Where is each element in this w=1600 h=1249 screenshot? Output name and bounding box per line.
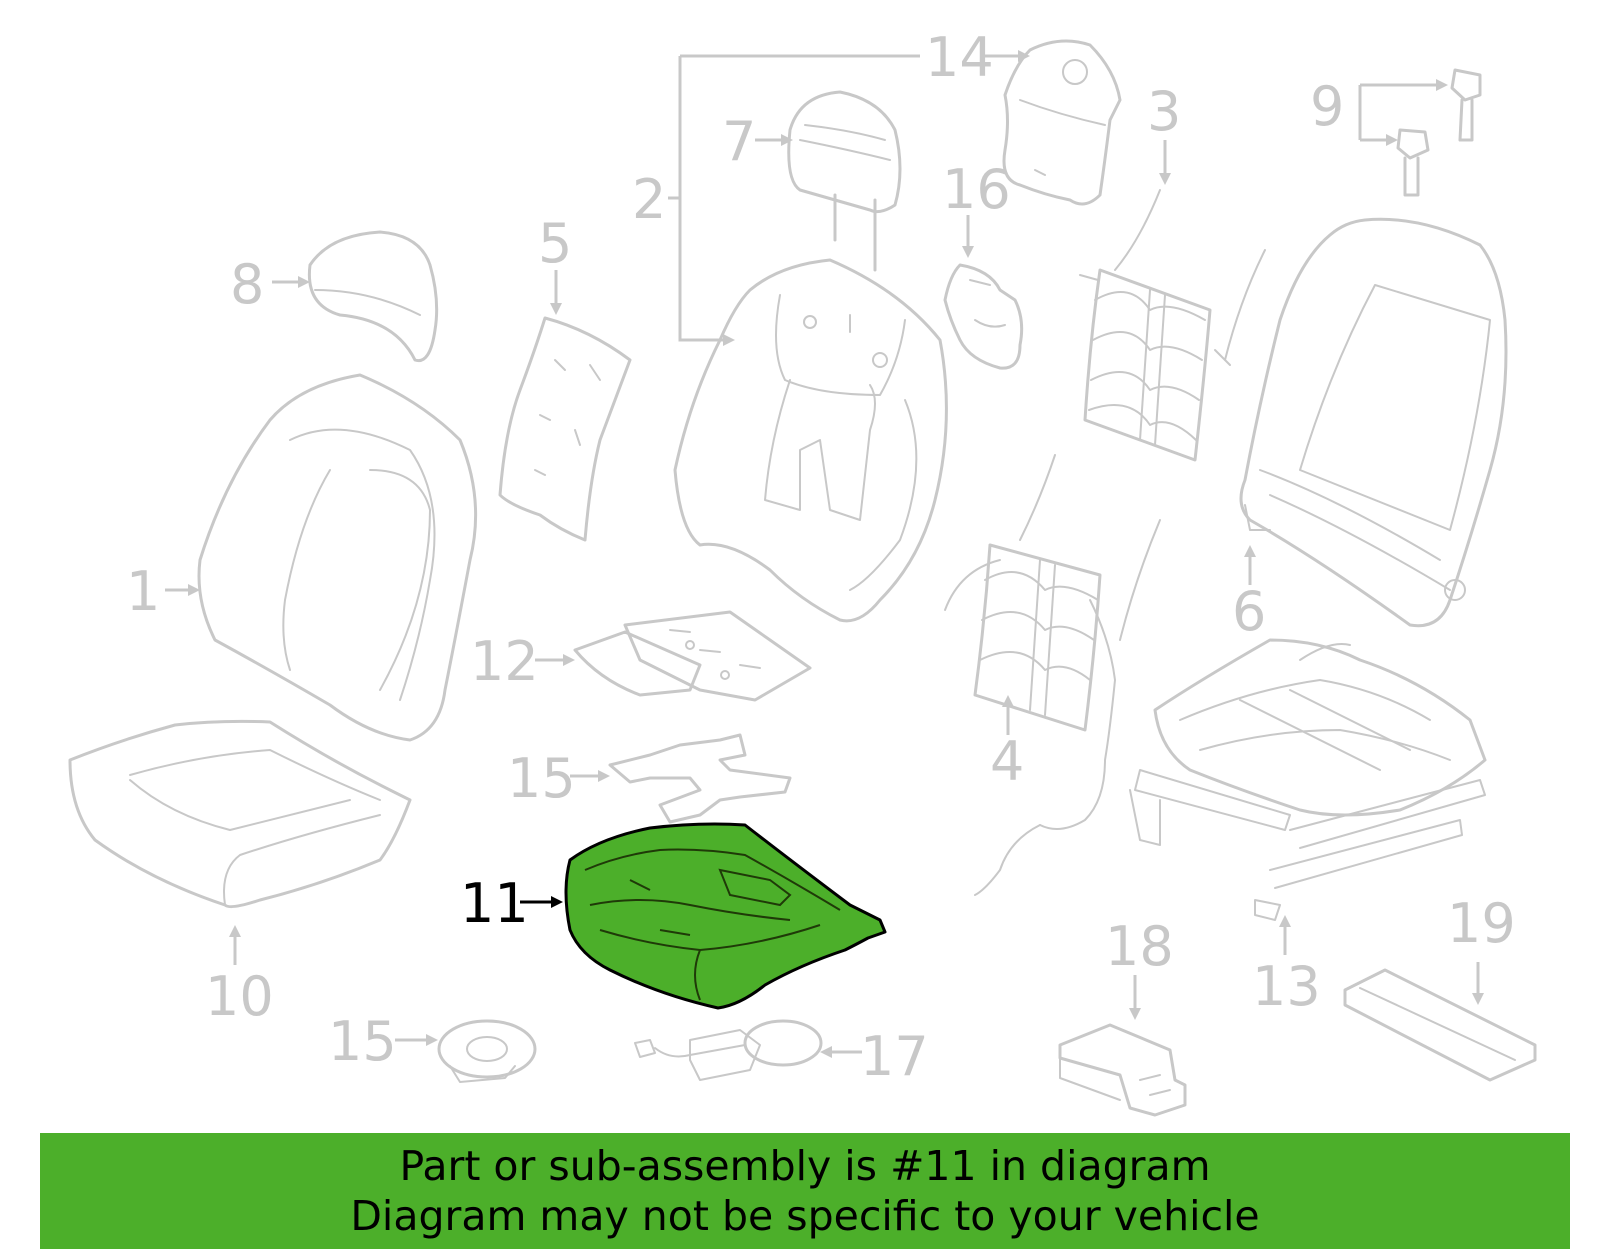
part-11-shape [564, 822, 887, 1010]
callout-2: 2 [632, 168, 666, 231]
part-19-flat-module [1343, 968, 1537, 1082]
info-banner: Part or sub-assembly is #11 in diagram D… [40, 1133, 1570, 1249]
leader-lines [165, 50, 1484, 1058]
callout-6: 6 [1232, 580, 1266, 643]
part-14-back-trim [1002, 39, 1122, 206]
part-12-seat-panels [573, 610, 812, 702]
part-4-cushion-spring-mat [944, 454, 1161, 896]
callout-5: 5 [538, 212, 572, 275]
banner-line-part: Part or sub-assembly is #11 in diagram [399, 1142, 1211, 1190]
part-15b-round-part [437, 1019, 537, 1083]
part-10-seat-cushion-cover [68, 719, 412, 909]
callout-19: 19 [1447, 892, 1516, 955]
part-1-seat-back-cover [197, 373, 478, 742]
part-2-seat-back [673, 258, 948, 623]
callout-17: 17 [860, 1025, 929, 1088]
part-17-sensor [634, 1019, 823, 1081]
callout-3: 3 [1147, 80, 1181, 143]
callout-15b: 15 [328, 1010, 397, 1073]
callout-9: 9 [1310, 75, 1344, 138]
seat-parts-diagram: 14 7 2 16 3 9 8 5 1 6 12 15 4 11 18 19 1… [68, 26, 1537, 1117]
callout-10: 10 [205, 965, 274, 1028]
part-6-seat-back-frame [1239, 217, 1508, 628]
callout-numbers: 14 7 2 16 3 9 8 5 1 6 12 15 4 11 18 19 1… [126, 26, 1516, 1088]
part-7-headrest [787, 90, 902, 272]
callout-16: 16 [942, 158, 1011, 221]
part-11-cushion-pad [564, 822, 887, 1010]
part-5-back-panel [498, 316, 632, 542]
part-3-back-spring-mat [1079, 189, 1266, 462]
callout-14: 14 [925, 26, 994, 89]
part-16-motor [943, 263, 1024, 370]
callout-7: 7 [722, 110, 756, 173]
part-9-bolts [1396, 68, 1482, 197]
callout-4: 4 [990, 730, 1024, 793]
callout-8: 8 [230, 253, 264, 316]
callout-1: 1 [126, 560, 160, 623]
part-13-seat-track [1129, 638, 1487, 921]
callout-13: 13 [1252, 955, 1321, 1018]
callout-18: 18 [1105, 915, 1174, 978]
part-15a-bracket [608, 733, 792, 824]
part-8-headrest [307, 230, 439, 363]
part-18-module [1058, 1023, 1187, 1117]
callout-12: 12 [470, 630, 539, 693]
banner-line-disclaimer: Diagram may not be specific to your vehi… [350, 1192, 1260, 1240]
callout-11: 11 [460, 872, 529, 935]
callout-15a: 15 [507, 747, 576, 810]
